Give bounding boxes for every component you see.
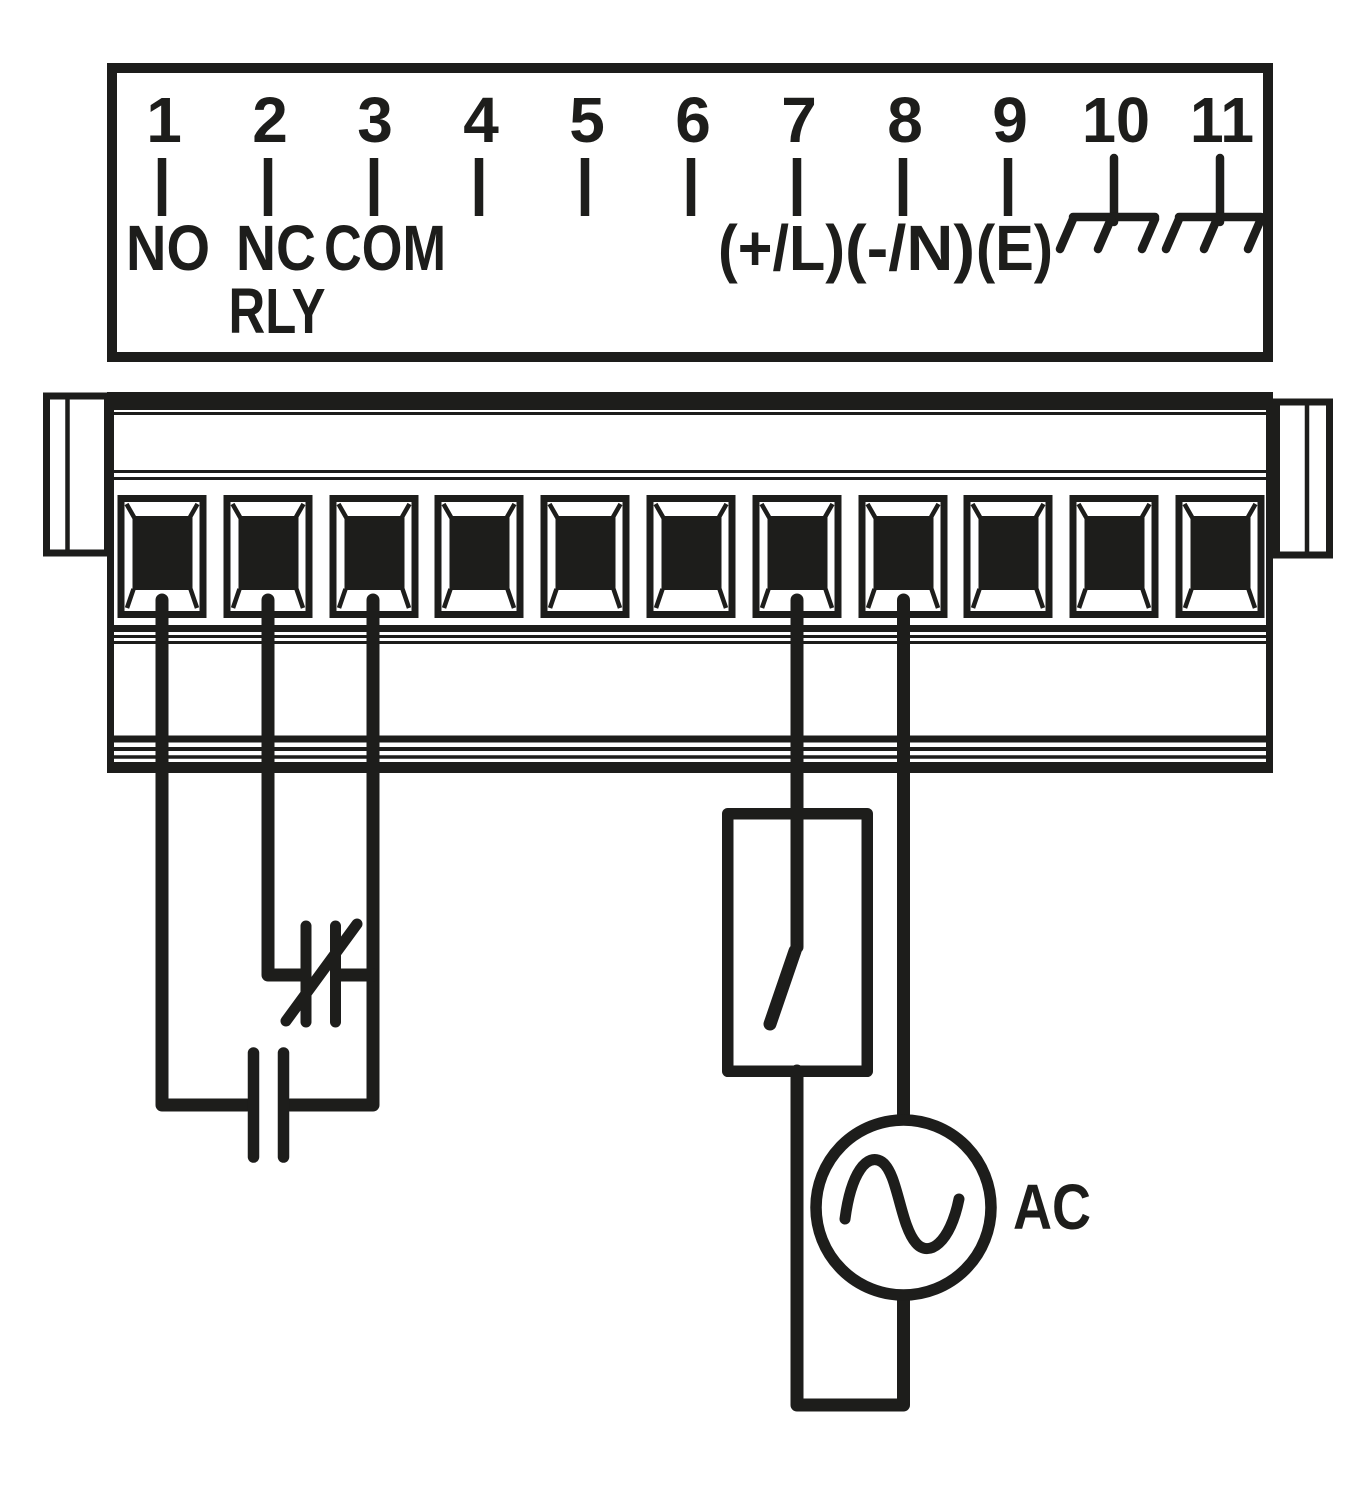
terminal-socket-11 — [1179, 499, 1261, 615]
label-line: (+/L) — [718, 212, 845, 284]
wire-nc-terminal-2 — [261, 593, 309, 982]
mounting-ear-right — [1273, 398, 1333, 559]
block-top-bar — [107, 392, 1273, 410]
terminal-number-5: 5 — [569, 84, 605, 156]
terminal-number-4: 4 — [463, 84, 499, 156]
ac-source-label: AC — [1013, 1171, 1091, 1243]
label-neutral: (-/N) — [845, 212, 975, 284]
terminal-number-2: 2 — [252, 84, 288, 156]
capacitor-icon — [247, 1047, 290, 1163]
power-supply-circuit: AC — [722, 593, 1091, 1412]
terminal-socket-5 — [544, 499, 626, 615]
switch-blade — [763, 944, 802, 1031]
legend-terminal-ticks — [157, 158, 1013, 216]
block-mid-lines-thin — [114, 635, 1266, 644]
block-upper-groove-lines — [114, 470, 1266, 480]
terminal-socket-6 — [650, 499, 732, 615]
label-nc: NC — [236, 212, 316, 284]
terminal-block — [43, 392, 1333, 773]
varistor-slash — [280, 918, 363, 1027]
ac-source-icon — [810, 1114, 997, 1301]
terminal-number-1: 1 — [146, 84, 182, 156]
terminal-number-3: 3 — [357, 84, 393, 156]
relay-snubber-circuit — [155, 593, 380, 1163]
label-earth: (E) — [976, 212, 1053, 284]
wire-no-terminal-1 — [155, 593, 254, 1112]
label-com: COM — [324, 212, 446, 284]
terminal-number-8: 8 — [887, 84, 923, 156]
mounting-ear-left — [43, 392, 111, 557]
switch-icon — [722, 808, 873, 1077]
label-no: NO — [126, 212, 210, 284]
socket-row — [121, 499, 1261, 615]
terminal-number-10: 10 — [1082, 84, 1150, 156]
legend-terminal-numbers: 1 2 3 4 5 6 7 8 9 10 11 — [146, 84, 1254, 156]
terminal-number-9: 9 — [992, 84, 1028, 156]
terminal-number-6: 6 — [675, 84, 711, 156]
sine-wave-icon — [839, 1154, 965, 1254]
terminal-socket-9 — [967, 499, 1049, 615]
wire-return-loop — [790, 1064, 910, 1412]
terminal-number-7: 7 — [781, 84, 817, 156]
terminal-socket-4 — [438, 499, 520, 615]
varistor-icon — [280, 918, 363, 1028]
switch-box — [722, 808, 873, 1077]
terminal-number-11: 11 — [1190, 84, 1254, 156]
label-rly: RLY — [229, 275, 326, 347]
wire-com-terminal-3 — [283, 593, 380, 1112]
terminal-legend-box: 1 2 3 4 5 6 7 8 9 10 11 NO — [107, 63, 1273, 362]
terminal-socket-10 — [1073, 499, 1155, 615]
